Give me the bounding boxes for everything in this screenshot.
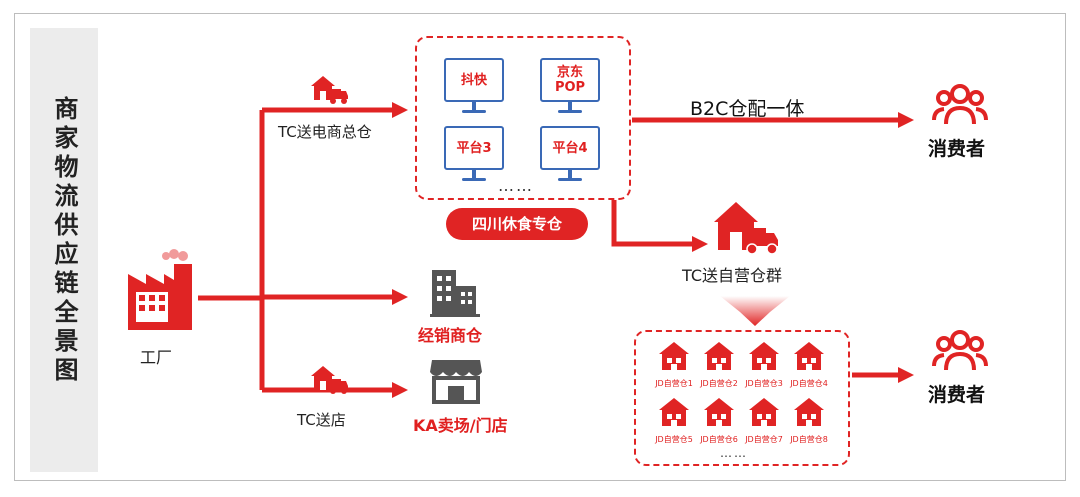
consumer-group-icon [932, 84, 988, 125]
label-dealer: 经销商仓 [418, 326, 483, 345]
truck-house-icon [311, 76, 348, 104]
warehouse-icon [749, 342, 779, 370]
warehouse-icon [704, 342, 734, 370]
warehouse-icon [794, 398, 824, 426]
arrow-to-self-warehouse [611, 200, 709, 253]
jd-warehouse-label: JD自营仓7 [745, 435, 783, 444]
building-icon [430, 270, 480, 317]
jd-warehouse-label: JD自营仓1 [655, 379, 693, 388]
factory-label: 工厂 [140, 348, 173, 367]
label-b2c: B2C仓配一体 [690, 98, 805, 120]
label-tc-store: TC送店 [297, 411, 346, 429]
jd-warehouse-2: JD自营仓2 [697, 340, 741, 400]
jd-warehouse-label: JD自营仓3 [745, 379, 783, 388]
platform-box [415, 36, 631, 200]
consumer-group-icon-2 [932, 330, 988, 371]
funnel-arrow [720, 296, 790, 326]
consumer-label-2: 消费者 [928, 384, 986, 406]
sidebar-panel [30, 28, 98, 472]
warehouse-icon [749, 398, 779, 426]
warehouse-icon [704, 398, 734, 426]
warehouse-icon [794, 342, 824, 370]
platform-monitor-1: 抖快 [444, 58, 504, 120]
label-tc-self: TC送自营仓群 [682, 266, 783, 285]
jd-warehouse-box [634, 330, 850, 466]
jd-warehouse-label: JD自营仓8 [790, 435, 828, 444]
jd-warehouse-5: JD自营仓5 [652, 396, 696, 456]
jd-warehouse-label: JD自营仓4 [790, 379, 828, 388]
jd-warehouse-label: JD自营仓6 [700, 435, 738, 444]
platform-monitor-4: 平台4 [540, 126, 600, 188]
jd-warehouse-8: JD自营仓8 [787, 396, 831, 456]
label-ka: KA卖场/门店 [413, 416, 508, 435]
label-tc-ecom: TC送电商总仓 [278, 123, 372, 141]
truck-house-icon-2 [311, 366, 348, 394]
jd-warehouse-label: JD自营仓2 [700, 379, 738, 388]
side-title: 商家物流供应链全景图 [50, 96, 78, 386]
warehouse-icon [659, 398, 689, 426]
jd-warehouse-7: JD自营仓7 [742, 396, 786, 456]
warehouse-pill: 四川休食专仓 [446, 208, 588, 240]
store-icon [430, 360, 482, 404]
jd-warehouse-1: JD自营仓1 [652, 340, 696, 400]
platform-monitor-3: 平台3 [444, 126, 504, 188]
self-warehouse-truck-icon [714, 202, 778, 255]
jd-warehouse-6: JD自营仓6 [697, 396, 741, 456]
warehouse-icon [659, 342, 689, 370]
jd-more: …… [720, 446, 748, 460]
jd-warehouse-3: JD自营仓3 [742, 340, 786, 400]
consumer-label-1: 消费者 [928, 138, 986, 160]
factory-icon [128, 249, 192, 330]
platform-more: …… [498, 176, 534, 195]
jd-warehouse-label: JD自营仓5 [655, 435, 693, 444]
jd-warehouse-4: JD自营仓4 [787, 340, 831, 400]
